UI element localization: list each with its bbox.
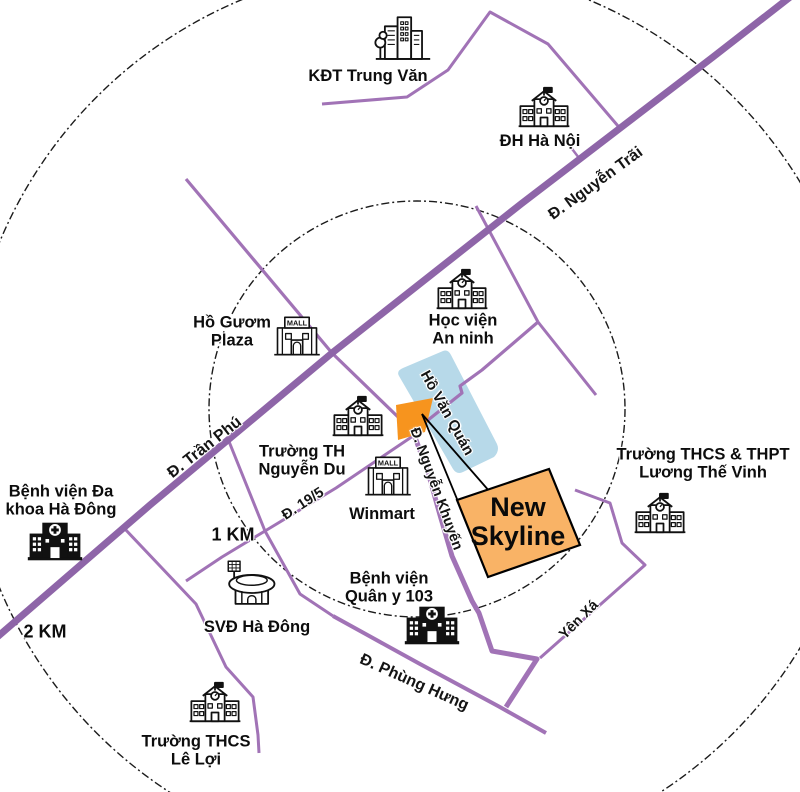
d-tran-phu-label: Đ. Trần Phú [164,413,245,482]
minor-roads [122,10,647,754]
d-19-5-label: Đ. 19/5 [279,484,327,524]
project-site-marker [396,398,433,440]
ring-1km-circle [208,200,626,618]
ring-2km-label: 2 KM [23,621,67,642]
lake-ho-van-quan [398,350,498,473]
road-tran-phu-nguyen-trai [0,0,792,640]
winmart-label: Winmart [349,504,415,523]
ring-1km-label: 1 KM [211,524,255,545]
yen-xa-label: Yên Xá [556,597,602,643]
dh-ha-noi-label: ĐH Hà Nội [499,131,581,150]
project-box [455,467,582,579]
kdt-trung-van-label: KĐT Trung Văn [308,66,428,85]
d-nguyen-trai-label: Đ. Nguyễn Trãi [545,143,647,224]
svd-ha-dong-label: SVĐ Hà Đông [203,617,311,636]
d-phung-hung-label: Đ. Phùng Hưng [357,650,472,715]
